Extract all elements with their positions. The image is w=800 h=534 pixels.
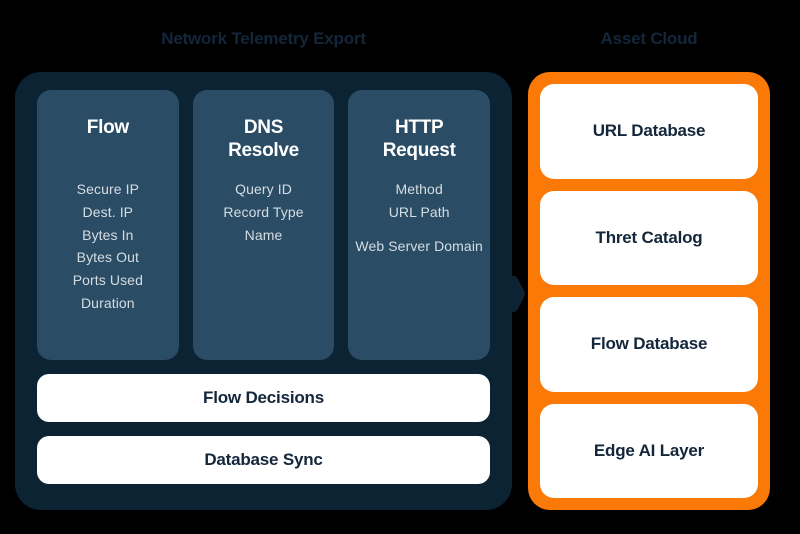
list-item: URL Path [388, 204, 450, 221]
list-item: Duration [80, 294, 135, 311]
telemetry-column-dns-resolve[interactable]: DNS Resolve Query ID Record Type Name [192, 90, 335, 360]
list-item: Bytes Out [76, 249, 140, 266]
column-heading-flow: Flow [86, 117, 129, 138]
asset-card-edge-ai-layer[interactable]: Edge AI Layer [540, 403, 758, 498]
asset-card-flow-database[interactable]: Flow Database [540, 297, 758, 392]
list-item: Secure IP [76, 181, 140, 198]
list-item: Dest. IP [82, 204, 134, 221]
column-items-http-request: Method URL Path Web Server Domain [354, 178, 484, 257]
asset-card-thret-catalog[interactable]: Thret Catalog [540, 190, 758, 285]
list-item: Query ID [235, 181, 292, 198]
list-item: Web Server Domain [355, 237, 483, 254]
list-item: Record Type [223, 204, 304, 221]
arrow-right-icon [510, 276, 525, 312]
list-item: Bytes In [82, 226, 134, 243]
column-heading-http-request: HTTP Request [382, 117, 456, 162]
flow-decisions-bar[interactable]: Flow Decisions [37, 374, 490, 422]
telemetry-columns-row: Flow Secure IP Dest. IP Bytes In Bytes O… [37, 90, 491, 360]
telemetry-column-flow[interactable]: Flow Secure IP Dest. IP Bytes In Bytes O… [37, 90, 179, 360]
list-item: Method [395, 181, 443, 198]
list-item: Name [244, 226, 283, 243]
asset-cloud-panel: URL Database Thret Catalog Flow Database… [528, 72, 770, 510]
column-heading-dns-resolve: DNS Resolve [228, 117, 299, 162]
database-sync-bar[interactable]: Database Sync [37, 436, 490, 484]
network-telemetry-export-title: Network Telemetry Export [161, 29, 366, 48]
telemetry-column-http-request[interactable]: HTTP Request Method URL Path Web Server … [348, 90, 491, 360]
network-telemetry-export-panel: Flow Secure IP Dest. IP Bytes In Bytes O… [15, 72, 512, 510]
asset-cloud-title: Asset Cloud [600, 29, 698, 48]
column-items-dns-resolve: Query ID Record Type Name [199, 178, 329, 246]
list-item: Ports Used [72, 272, 143, 289]
asset-card-url-database[interactable]: URL Database [540, 84, 758, 179]
column-items-flow: Secure IP Dest. IP Bytes In Bytes Out Po… [43, 178, 173, 314]
